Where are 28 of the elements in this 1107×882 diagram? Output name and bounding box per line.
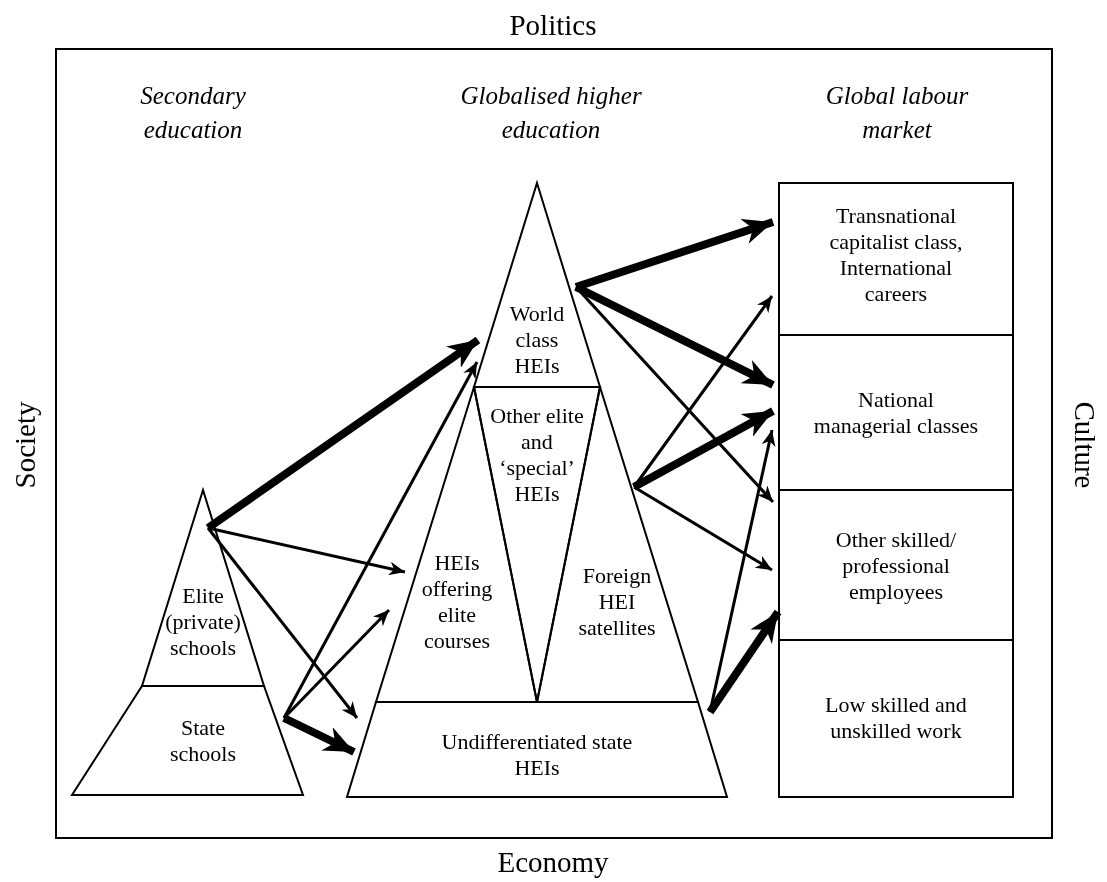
column-heading: Global labour market — [824, 81, 970, 145]
arrow — [706, 609, 782, 715]
node-label: Other skilled/ professional employees — [834, 527, 958, 605]
node-label: Elite (private) schools — [164, 583, 242, 661]
arrow — [207, 526, 406, 576]
axis-title: Society — [8, 401, 42, 489]
node-label: Other elite and ‘special’ HEIs — [489, 403, 585, 507]
column-heading: Globalised higher education — [459, 81, 643, 145]
column-heading: Secondary education — [139, 81, 247, 145]
node-label: Foreign HEI satellites — [577, 563, 657, 641]
node-label: World class HEIs — [508, 301, 566, 379]
arrow — [574, 286, 775, 503]
node-label: HEIs offering elite courses — [420, 550, 494, 654]
node-label: State schools — [169, 715, 237, 767]
arrow — [632, 407, 775, 491]
axis-title: Culture — [1067, 401, 1101, 489]
arrow — [574, 218, 775, 291]
arrow — [282, 714, 356, 756]
arrow — [633, 485, 773, 572]
arrow — [632, 295, 774, 488]
arrow — [206, 527, 359, 719]
node-label: Low skilled and unskilled work — [824, 692, 968, 744]
node-label: National managerial classes — [813, 387, 979, 439]
arrow — [282, 608, 391, 720]
axis-title: Economy — [497, 845, 609, 879]
axis-title: Politics — [509, 8, 597, 42]
node-label: Undifferentiated state HEIs — [440, 729, 634, 781]
node-label: Transnational capitalist class, International careers — [828, 203, 964, 307]
